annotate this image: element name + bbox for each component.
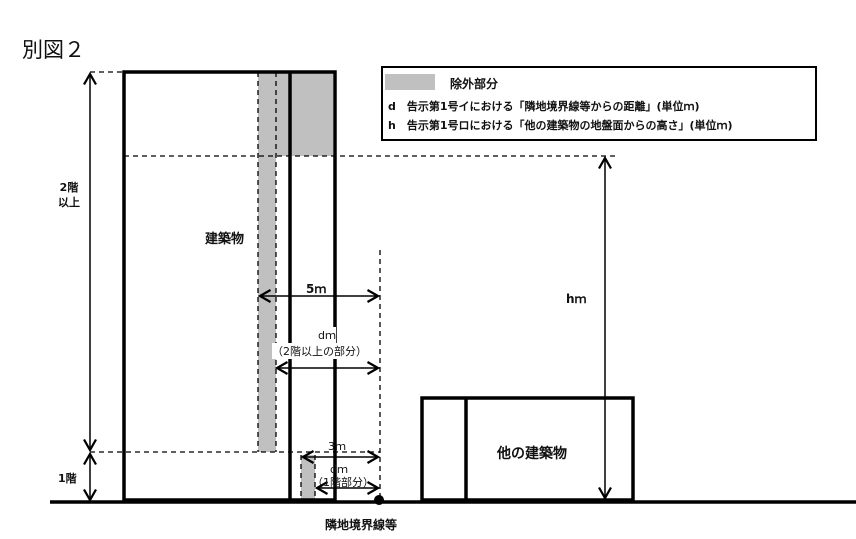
- dimension-arrows: [83, 71, 612, 503]
- label-upper-floors: 2階 以上: [58, 181, 80, 209]
- label-d-first: dｍ: [330, 463, 348, 476]
- legend-excluded: 除外部分: [450, 77, 499, 91]
- label-other-building: 他の建築物: [497, 446, 567, 462]
- boundary-point: [374, 495, 384, 505]
- label-boundary: 隣地境界線等: [325, 518, 398, 532]
- label-d-first-note: （1階部分）: [312, 476, 374, 489]
- label-first-floor: 1階: [58, 472, 77, 485]
- label-d-upper-note: （2階以上の部分）: [272, 343, 367, 359]
- building-outline: [50, 70, 856, 504]
- label-h: hｍ: [566, 292, 587, 306]
- legend-swatch: [385, 74, 435, 90]
- label-5m: 5ｍ: [306, 282, 327, 296]
- legend-d: d 告示第1号イにおける「隣地境界線等からの距離」(単位ｍ): [388, 100, 700, 113]
- label-d-upper: dｍ: [318, 327, 336, 343]
- label-building: 建築物: [205, 232, 245, 247]
- legend-box: [381, 66, 817, 141]
- figure-title: 別図２: [22, 38, 85, 62]
- label-3m: 3ｍ: [328, 440, 346, 453]
- legend-h: h 告示第1号ロにおける「他の建築物の地盤面からの高さ」(単位ｍ): [388, 119, 733, 132]
- excluded-areas: [258, 72, 333, 500]
